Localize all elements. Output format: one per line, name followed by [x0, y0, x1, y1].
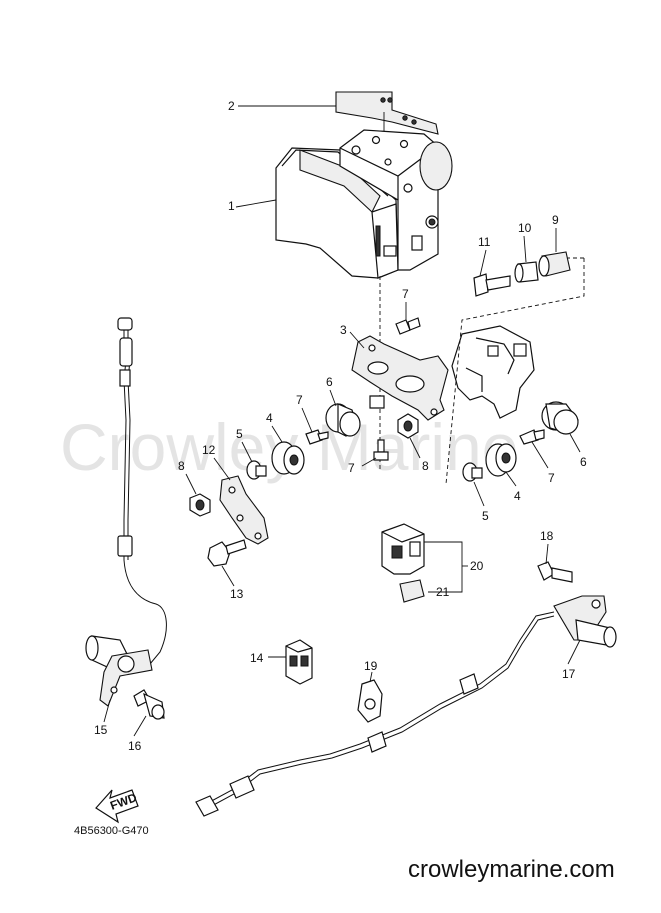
callout-17: 17 — [562, 667, 576, 681]
callout-4b: 4 — [514, 489, 521, 503]
callout-7b: 7 — [296, 393, 303, 407]
callout-6b: 6 — [580, 455, 587, 469]
callout-15: 15 — [94, 723, 108, 737]
callout-7a: 7 — [402, 287, 409, 301]
callout-19: 19 — [364, 659, 378, 673]
part-3-bracket — [351, 335, 449, 421]
part-2-plate — [335, 91, 439, 135]
part-5-collar-left — [246, 460, 267, 480]
part-21-clip — [399, 579, 425, 603]
callout-5b: 5 — [482, 509, 489, 523]
callout-9: 9 — [552, 213, 559, 227]
diagram-code: 4B56300-G470 — [74, 825, 149, 837]
part-7-bolt-left — [305, 429, 329, 445]
callout-11: 11 — [478, 235, 491, 249]
callout-13: 13 — [230, 587, 244, 601]
part-10-sleeve — [514, 261, 539, 283]
part-17-rear-sensor — [553, 595, 617, 648]
callout-4: 4 — [266, 411, 273, 425]
footer-url[interactable]: crowleymarine.com — [408, 856, 615, 883]
callout-8b: 8 — [422, 459, 429, 473]
part-7-bolt-bottom — [373, 439, 389, 461]
callout-6: 6 — [326, 375, 333, 389]
part-1-abs-module — [275, 129, 453, 279]
part-18-bolt — [537, 561, 573, 583]
part-5-collar-right — [462, 462, 483, 482]
callout-3: 3 — [340, 323, 347, 337]
part-7-bolt-right — [519, 429, 545, 445]
callout-20: 20 — [470, 559, 484, 573]
callout-8: 8 — [178, 459, 185, 473]
part-14-coupler — [285, 639, 313, 685]
callout-10: 10 — [518, 221, 532, 235]
front-sensor-wire — [117, 317, 167, 665]
callout-14: 14 — [250, 651, 264, 665]
callout-1: 1 — [228, 199, 235, 213]
part-7-bolt-top — [395, 317, 421, 335]
callout-7d: 7 — [548, 471, 555, 485]
callout-2: 2 — [228, 99, 235, 113]
part-11-bolt — [473, 273, 511, 297]
callout-18: 18 — [540, 529, 554, 543]
solenoid-assembly — [451, 325, 535, 419]
callout-5: 5 — [236, 427, 243, 441]
callout-7c: 7 — [348, 461, 355, 475]
part-4-grommet-left — [271, 441, 305, 475]
callout-16: 16 — [128, 739, 142, 753]
callout-labels: 1 2 3 4 4 5 5 6 6 7 7 7 7 8 8 9 10 11 12… — [94, 99, 587, 753]
part-12-stay — [219, 475, 269, 545]
part-6-damper-right — [541, 401, 579, 435]
part-6-damper-left — [325, 403, 361, 437]
part-8-nut-right — [397, 413, 419, 439]
callout-21: 21 — [436, 585, 450, 599]
part-9-collar — [538, 251, 571, 277]
part-13-bolt — [207, 539, 247, 567]
part-20-relay — [381, 523, 425, 575]
part-15-front-sensor — [85, 635, 153, 707]
callout-12: 12 — [202, 443, 216, 457]
part-19-clamp — [357, 679, 383, 723]
part-8-nut-left — [189, 493, 211, 517]
fwd-arrow: FWD — [95, 789, 139, 824]
part-16-bolt — [133, 689, 165, 720]
rear-sensor-wire — [195, 611, 555, 817]
